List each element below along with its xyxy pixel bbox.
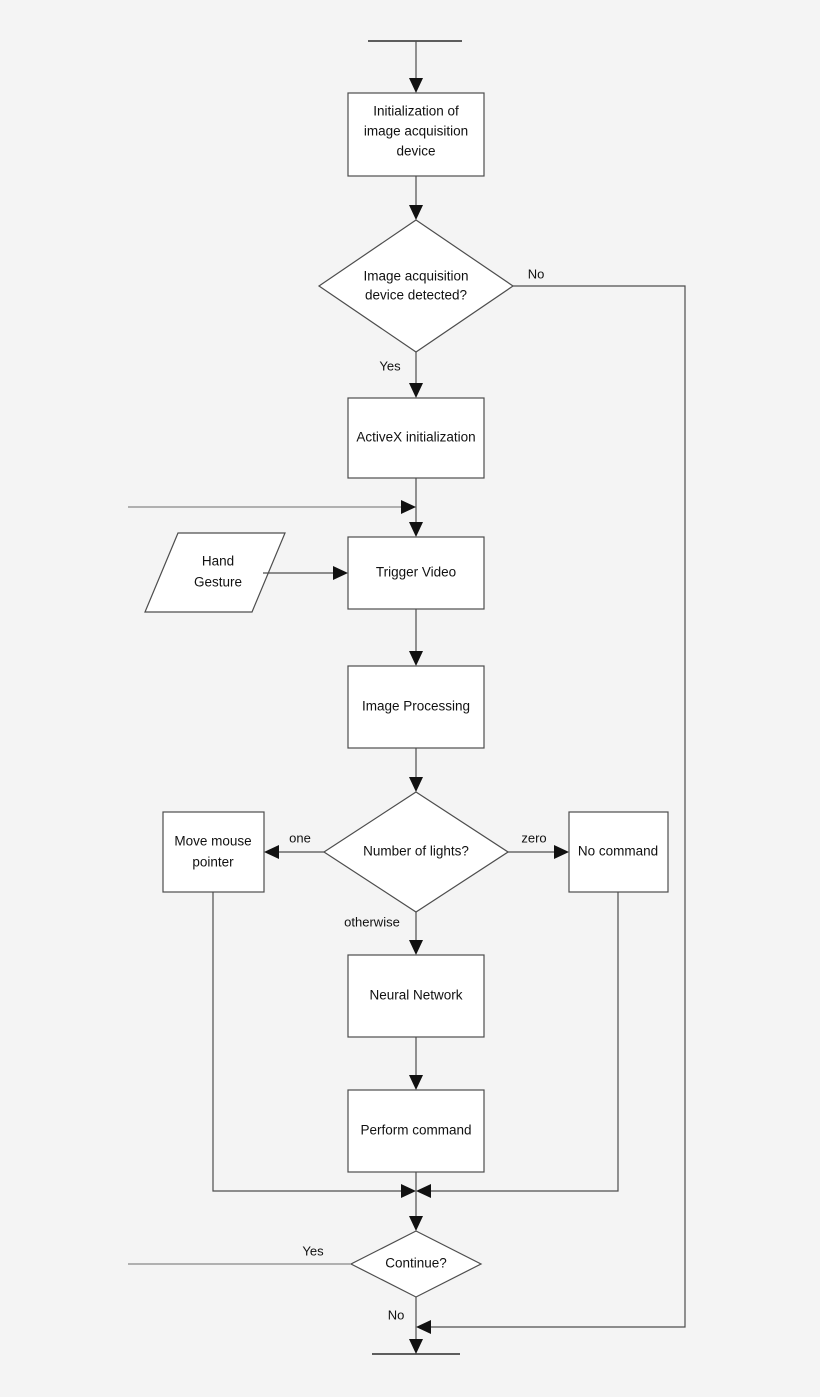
- edge-label-continue-yes: Yes: [302, 1243, 324, 1258]
- node-neural-network[interactable]: [347, 954, 485, 1038]
- arrowhead-activex-init: [409, 383, 423, 398]
- edge-label-lights-otherwise: otherwise: [344, 914, 400, 929]
- arrowhead-no-branch-merge: [416, 1320, 431, 1334]
- arrowhead-image-processing: [409, 651, 423, 666]
- node-activex-init-label: ActiveX initialization: [356, 430, 475, 445]
- node-move-mouse-pointer[interactable]: [162, 811, 265, 893]
- edge-label-device-detected-no: No: [528, 266, 545, 281]
- arrowhead-loop-return-merge: [401, 500, 416, 514]
- node-move-mouse-pointer-label-2: pointer: [192, 855, 234, 870]
- edge-label-lights-zero: zero: [521, 830, 546, 845]
- arrowhead-continue-decision: [409, 1216, 423, 1231]
- node-init-device-label-3: device: [396, 144, 435, 159]
- node-hand-gesture[interactable]: [144, 532, 286, 613]
- arrowhead-trigger-video-top: [409, 522, 423, 537]
- node-hand-gesture-label-2: Gesture: [194, 575, 242, 590]
- arrowhead-init-device: [409, 78, 423, 93]
- node-hand-gesture-label-1: Hand: [202, 554, 234, 569]
- node-device-detected[interactable]: [317, 219, 515, 353]
- node-trigger-video-label: Trigger Video: [376, 565, 456, 580]
- node-continue-decision-label: Continue?: [385, 1256, 447, 1271]
- node-init-device-label-2: image acquisition: [364, 124, 468, 139]
- arrowhead-trigger-video-left: [333, 566, 348, 580]
- arrowhead-end-terminator: [409, 1339, 423, 1354]
- node-perform-command-label: Perform command: [360, 1123, 471, 1138]
- arrowhead-merge-from-left: [401, 1184, 416, 1198]
- edge-detected-no-to-end: [426, 285, 686, 1328]
- node-init-device[interactable]: [347, 92, 485, 177]
- edge-label-continue-no: No: [388, 1307, 405, 1322]
- node-trigger-video[interactable]: [347, 536, 485, 610]
- arrowhead-perform-command: [409, 1075, 423, 1090]
- node-image-processing-label: Image Processing: [362, 699, 470, 714]
- arrowhead-device-detected: [409, 205, 423, 220]
- node-device-detected-label-1: Image acquisition: [363, 269, 468, 284]
- arrowhead-no-command: [554, 845, 569, 859]
- arrowhead-merge-from-right: [416, 1184, 431, 1198]
- node-number-of-lights-label: Number of lights?: [363, 844, 469, 859]
- edge-label-lights-one: one: [289, 830, 311, 845]
- edge-label-device-detected-yes: Yes: [379, 358, 401, 373]
- node-init-device-label-1: Initialization of: [373, 104, 459, 119]
- arrowhead-number-of-lights: [409, 777, 423, 792]
- edge-no-command-to-merge: [426, 892, 619, 1192]
- arrowhead-move-mouse-pointer: [264, 845, 279, 859]
- arrowhead-neural-network: [409, 940, 423, 955]
- node-no-command-label: No command: [578, 844, 658, 859]
- edge-move-mouse-to-merge: [212, 892, 406, 1192]
- node-device-detected-label-2: device detected?: [365, 288, 467, 303]
- node-move-mouse-pointer-label-1: Move mouse: [174, 834, 251, 849]
- node-perform-command[interactable]: [347, 1089, 485, 1173]
- node-neural-network-label: Neural Network: [369, 988, 462, 1003]
